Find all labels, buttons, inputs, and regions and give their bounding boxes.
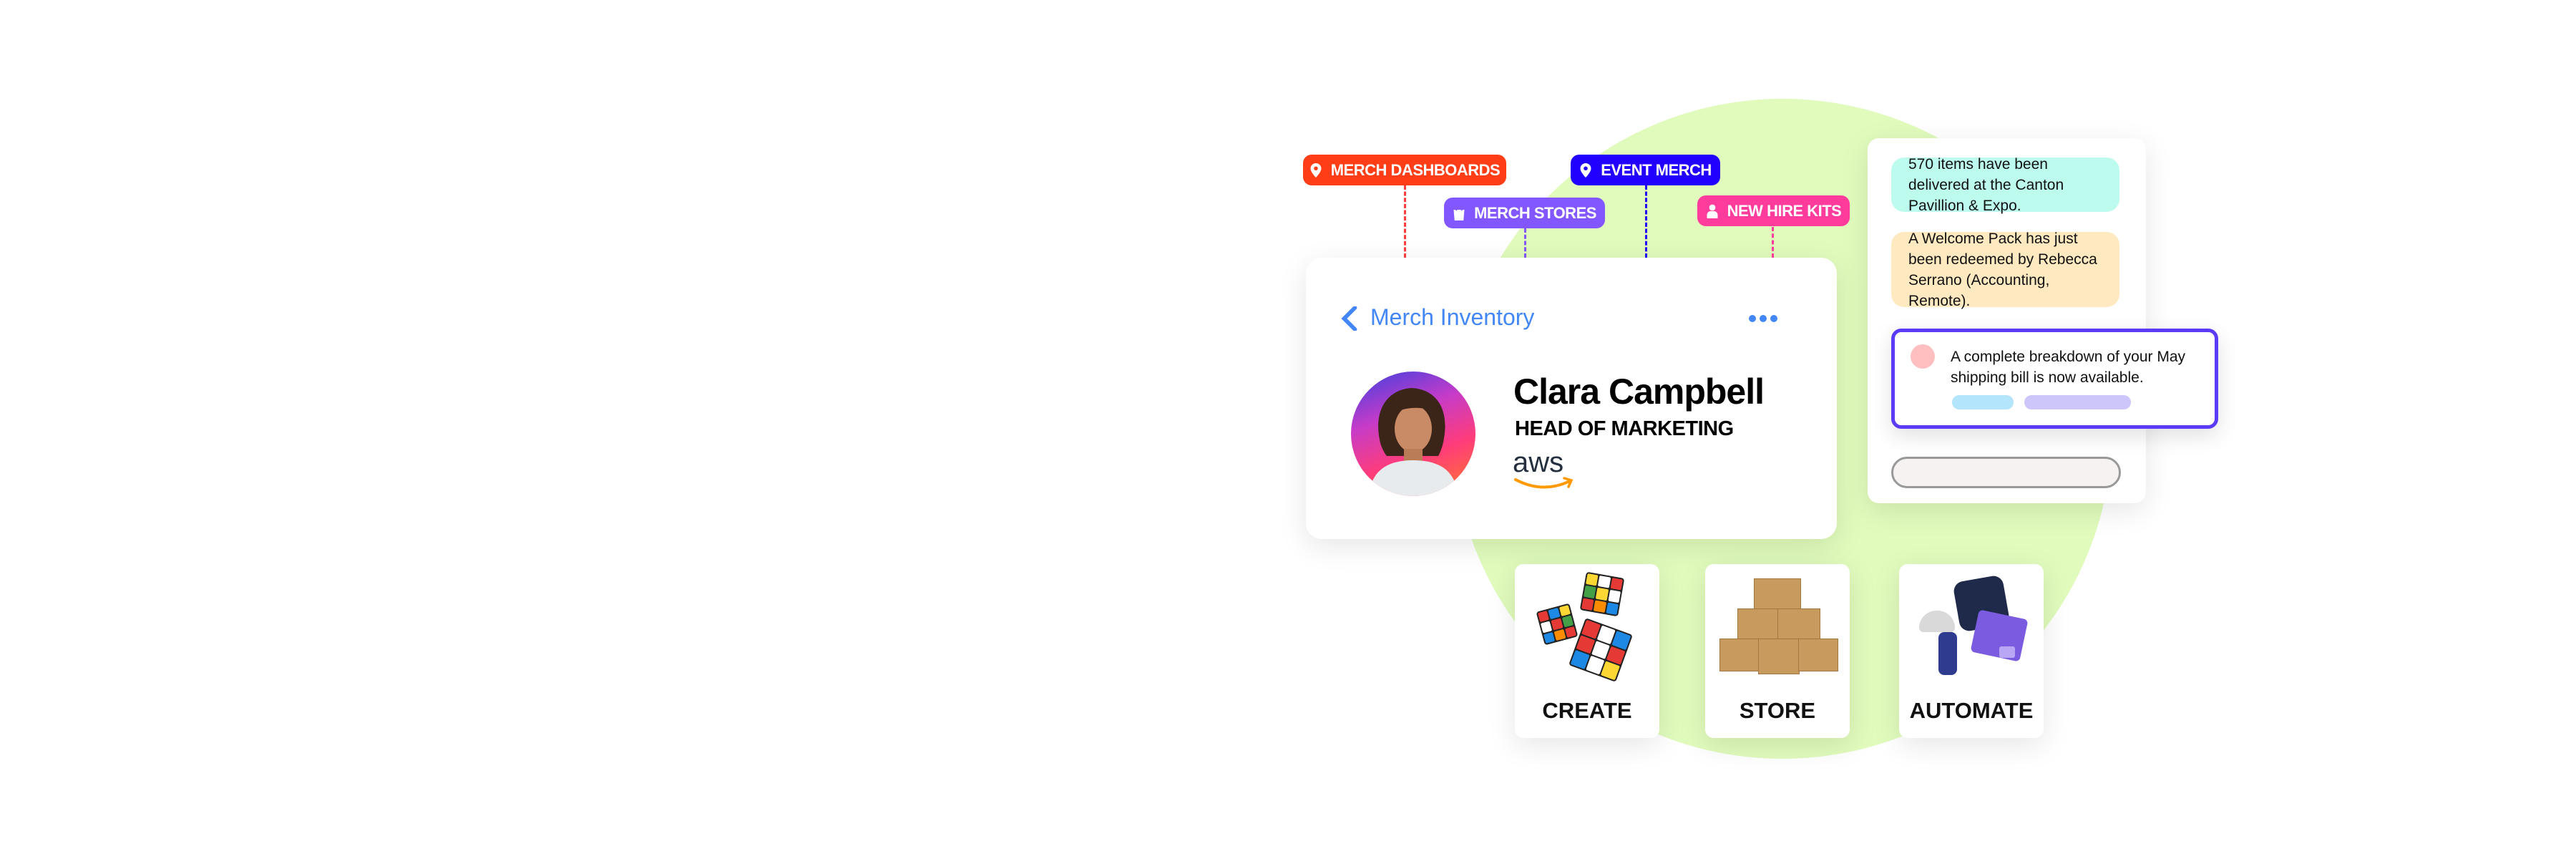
tile-label: CREATE <box>1542 698 1632 723</box>
notification-text: 570 items have been delivered at the Can… <box>1908 155 2064 214</box>
tile-automate[interactable]: AUTOMATE <box>1899 564 2044 738</box>
message-input[interactable] <box>1891 457 2121 488</box>
rubiks-cube-icon <box>1579 571 1625 617</box>
connector-line <box>1645 185 1647 258</box>
shopping-bag-icon <box>1453 205 1465 220</box>
tag-label: MERCH STORES <box>1474 203 1596 222</box>
company-name: aws <box>1513 447 1564 478</box>
tile-label: STORE <box>1739 698 1816 723</box>
notification-shipping-bill[interactable]: A complete breakdown of your May shippin… <box>1891 329 2218 429</box>
map-pin-icon <box>1310 162 1322 178</box>
rubiks-cube-icon <box>1536 603 1579 646</box>
notification-text: A Welcome Pack has just been redeemed by… <box>1908 230 2097 309</box>
map-pin-icon <box>1580 162 1591 178</box>
status-dot <box>1911 344 1935 369</box>
tag-label: MERCH DASHBOARDS <box>1330 160 1501 179</box>
connector-line <box>1524 228 1526 258</box>
notification-delivery[interactable]: 570 items have been delivered at the Can… <box>1891 156 2119 214</box>
page-title[interactable]: Merch Inventory <box>1370 304 1535 330</box>
rubiks-cube-icon <box>1568 618 1633 682</box>
placeholder-pill <box>1952 395 2014 409</box>
tag-merch-stores[interactable]: MERCH STORES <box>1444 198 1605 228</box>
tag-label: NEW HIRE KITS <box>1727 201 1842 220</box>
back-chevron-icon[interactable] <box>1340 306 1360 331</box>
tile-label: AUTOMATE <box>1909 698 2034 723</box>
avatar <box>1351 372 1475 496</box>
company-logo: aws <box>1513 448 1577 492</box>
connector-line <box>1404 185 1406 258</box>
profile-name: Clara Campbell <box>1513 372 1765 412</box>
amazon-smile-icon <box>1514 477 1574 489</box>
tag-label: EVENT MERCH <box>1601 160 1712 179</box>
placeholder-pill <box>2024 395 2131 409</box>
tile-store[interactable]: STORE <box>1705 564 1850 738</box>
connector-line <box>1772 227 1774 258</box>
tile-create[interactable]: CREATE <box>1515 564 1659 738</box>
tag-event-merch[interactable]: EVENT MERCH <box>1571 155 1720 185</box>
person-photo-icon <box>1369 388 1458 496</box>
more-options-icon[interactable] <box>1749 315 1777 322</box>
notification-welcome-pack[interactable]: A Welcome Pack has just been redeemed by… <box>1891 230 2119 309</box>
tag-new-hire-kits[interactable]: NEW HIRE KITS <box>1697 195 1850 226</box>
person-icon <box>1707 204 1718 218</box>
profile-role: HEAD OF MARKETING <box>1515 417 1734 440</box>
tag-merch-dashboards[interactable]: MERCH DASHBOARDS <box>1303 155 1506 185</box>
notification-text: A complete breakdown of your May shippin… <box>1951 349 2186 386</box>
